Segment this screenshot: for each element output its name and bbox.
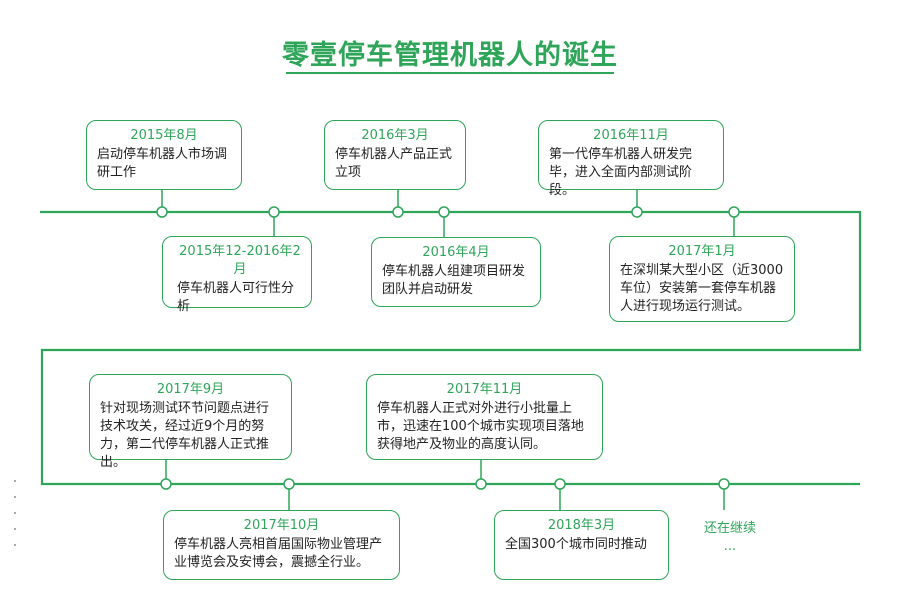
- continuation-text: 还在继续: [703, 521, 756, 536]
- event-card: 2015年12-2016年2月 停车机器人可行性分析: [162, 236, 312, 314]
- timeline-node: [392, 206, 404, 218]
- timeline-line: [40, 210, 862, 486]
- event-desc: 第一代停车机器人研发完毕，进入全面内部测试阶段。: [549, 147, 693, 198]
- event-date: 2016年11月: [593, 128, 669, 143]
- event-date: 2016年3月: [361, 128, 429, 143]
- event-date: 2017年9月: [156, 382, 225, 397]
- timeline-node: [438, 206, 450, 218]
- event-card: 2017年1月 在深圳某大型小区（近3000车位）安装第一套停车机器人进行现场运…: [609, 236, 795, 322]
- event-desc: 停车机器人正式对外进行小批量上市，迅速在100个城市实现项目落地获得地产及物业的…: [377, 401, 584, 452]
- event-desc: 全国300个城市同时推动: [505, 537, 647, 552]
- timeline-node: [631, 206, 643, 218]
- timeline-node: [475, 478, 487, 490]
- continuation-ellipsis: ...: [723, 539, 737, 554]
- event-desc: 停车机器人组建项目研发团队并启动研发: [382, 264, 526, 297]
- timeline-node: [160, 478, 172, 490]
- event-date: 2017年11月: [446, 382, 523, 397]
- edge-dots: [14, 480, 17, 560]
- event-desc: 停车机器人亮相首届国际物业管理产业博览会及安博会，震撼全行业。: [174, 537, 383, 570]
- timeline-node: [554, 478, 566, 490]
- event-card: 2016年4月 停车机器人组建项目研发团队并启动研发: [371, 237, 541, 307]
- event-date: 2018年3月: [547, 518, 616, 533]
- timeline-node: [718, 478, 730, 490]
- event-desc: 启动停车机器人市场调研工作: [97, 147, 228, 180]
- event-desc: 停车机器人产品正式立项: [335, 147, 453, 180]
- event-date: 2016年4月: [422, 245, 490, 260]
- event-card: 2016年11月 第一代停车机器人研发完毕，进入全面内部测试阶段。: [538, 120, 724, 198]
- event-desc: 针对现场测试环节问题点进行技术攻关，经过近9个月的努力，第二代停车机器人正式推出…: [100, 401, 270, 470]
- event-desc: 在深圳某大型小区（近3000车位）安装第一套停车机器人进行现场运行测试。: [620, 263, 784, 314]
- event-date: 2017年1月: [668, 244, 736, 259]
- event-date: 2015年8月: [130, 128, 198, 143]
- continuation-note: 还在继续 ...: [690, 520, 770, 556]
- event-card: 2017年11月 停车机器人正式对外进行小批量上市，迅速在100个城市实现项目落…: [366, 374, 603, 460]
- timeline-node: [728, 206, 740, 218]
- title-underline: [286, 72, 614, 74]
- event-card: 2018年3月 全国300个城市同时推动: [494, 510, 669, 580]
- event-date: 2017年10月: [243, 518, 320, 533]
- event-card: 2016年3月 停车机器人产品正式立项: [324, 120, 466, 190]
- page-title: 零壹停车管理机器人的诞生: [282, 40, 618, 71]
- event-card: 2015年8月 启动停车机器人市场调研工作: [86, 120, 242, 190]
- timeline-node: [156, 206, 168, 218]
- event-card: 2017年9月 针对现场测试环节问题点进行技术攻关，经过近9个月的努力，第二代停…: [89, 374, 292, 470]
- event-card: 2017年10月 停车机器人亮相首届国际物业管理产业博览会及安博会，震撼全行业。: [163, 510, 400, 580]
- event-date: 2015年12-2016年2月: [179, 244, 301, 277]
- event-desc: 停车机器人可行性分析: [177, 281, 295, 314]
- timeline-node: [283, 478, 295, 490]
- timeline-node: [268, 206, 280, 218]
